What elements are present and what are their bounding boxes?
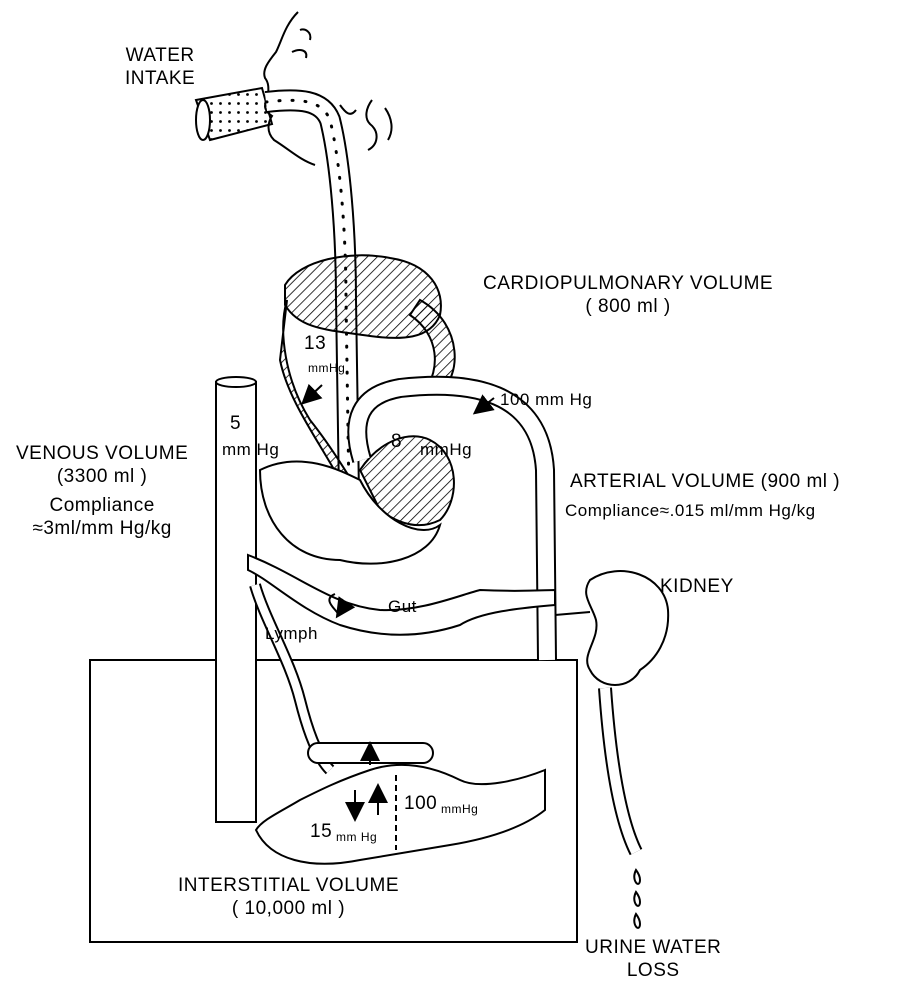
lung-pressure-unit: mmHg (308, 357, 345, 380)
venous-volume-label: VENOUS VOLUME (3300 ml ) Compliance ≈3ml… (16, 442, 188, 540)
heart-pressure-value: 8 (391, 430, 402, 453)
heart-pressure-unit: mmHg (420, 438, 472, 461)
water-intake-label: WATER INTAKE (125, 44, 195, 90)
venous-pressure-value: 5 (230, 412, 241, 435)
capillary-venous-value: 15 (310, 820, 332, 843)
kidney (555, 571, 668, 685)
venous-pressure-unit: mm Hg (222, 438, 279, 461)
arterial-volume-label: ARTERIAL VOLUME (900 ml ) Compliance≈.01… (565, 470, 840, 522)
lung-pressure-value: 13 (304, 332, 326, 355)
capillary-arterial-value: 100 (404, 792, 437, 815)
urine-loss-label: URINE WATER LOSS (585, 936, 721, 982)
capillary-venous-unit: mm Hg (336, 826, 377, 849)
cardiopulmonary-label: CARDIOPULMONARY VOLUME ( 800 ml ) (483, 272, 773, 318)
water-cup (196, 88, 272, 140)
urine-drops (634, 870, 640, 928)
lymph-label: Lymph (265, 622, 318, 645)
capillary-bed (256, 765, 545, 864)
interstitial-volume-label: INTERSTITIAL VOLUME ( 10,000 ml ) (178, 874, 399, 920)
gut-label: Gut (388, 595, 417, 618)
capillary-arterial-unit: mmHg (441, 798, 478, 821)
arterial-pressure-label: 100 mm Hg (500, 388, 592, 411)
kidney-label: KIDNEY (660, 575, 734, 598)
